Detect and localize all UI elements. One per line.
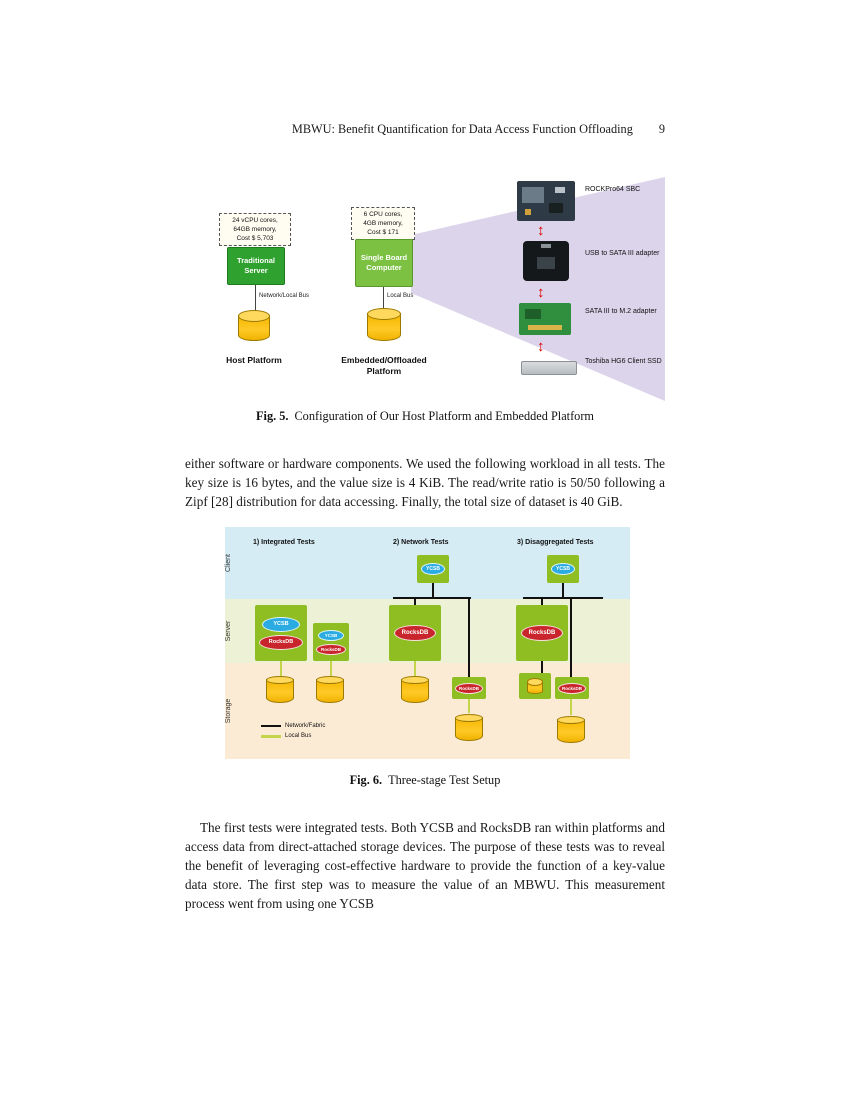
hardware-label: SATA III to M.2 adapter [585, 308, 657, 315]
column-header-integrated: 1) Integrated Tests [253, 539, 315, 546]
figure-6-caption-text: Three-stage Test Setup [388, 773, 501, 787]
paragraph-2: The first tests were integrated tests. B… [185, 820, 665, 911]
disaggregated-ycsb-client-box: YCSB [547, 555, 579, 583]
local-bus-line [570, 699, 572, 715]
local-bus-line [468, 699, 470, 713]
legend-network-fabric: Network/Fabric [261, 723, 325, 729]
ycsb-node: YCSB [318, 629, 344, 641]
network-ycsb-client-box: YCSB [417, 555, 449, 583]
column-header-network: 2) Network Tests [393, 539, 449, 546]
network-line [414, 599, 416, 605]
host-spec-line: Cost $ 5,703 [236, 235, 274, 243]
host-spec-line: 24 vCPU cores, [232, 217, 278, 224]
hardware-label: ROCKPro64 SBC [585, 186, 641, 193]
usb-sata-adapter-photo [523, 241, 569, 281]
local-bus-line [330, 661, 332, 677]
paragraph-1: either software or hardware components. … [185, 456, 665, 509]
figure-5: 24 vCPU cores, 64GB memory, Cost $ 5,703… [185, 173, 665, 424]
red-double-arrow-icon: ↕ [537, 284, 545, 301]
figure-6-caption: Fig. 6. Three-stage Test Setup [185, 773, 665, 788]
running-head-title: MBWU: Benefit Quantification for Data Ac… [291, 122, 633, 136]
host-platform-label: Host Platform [226, 355, 282, 365]
local-bus-line-swatch [261, 734, 281, 738]
rocksdb-node: RocksDB [521, 625, 563, 641]
figure-5-caption: Fig. 5. Configuration of Our Host Platfor… [185, 409, 665, 424]
network-line [562, 583, 564, 598]
rocksdb-node: RocksDB [394, 625, 436, 641]
host-storage-cylinder [238, 310, 270, 341]
storage-cylinder [401, 676, 429, 703]
network-fabric-line-swatch [261, 725, 281, 727]
ycsb-node: YCSB [551, 563, 575, 575]
network-embedded-storage-box: RocksDB [452, 677, 486, 699]
network-line [468, 599, 470, 677]
integrated-host-platform-box: YCSB RocksDB [255, 605, 307, 661]
embedded-spec-line: Cost $ 171 [367, 229, 399, 237]
rocksdb-node: RocksDB [455, 682, 483, 694]
toshiba-ssd-photo [521, 361, 577, 375]
network-line [541, 599, 543, 605]
local-bus-line [280, 661, 282, 677]
page-content: MBWU: Benefit Quantification for Data Ac… [185, 0, 665, 913]
storage-cylinder [266, 676, 294, 703]
figure-6: Client Server Storage 1) Integrated Test… [185, 527, 665, 788]
storage-cylinder [557, 716, 585, 743]
row-label-server: Server [225, 620, 232, 642]
storage-cylinder [455, 714, 483, 741]
red-double-arrow-icon: ↕ [537, 338, 545, 355]
row-label-storage: Storage [225, 698, 232, 724]
embedded-bus-label: Local Bus [387, 293, 414, 299]
figure-5-diagram: 24 vCPU cores, 64GB memory, Cost $ 5,703… [185, 173, 665, 405]
ycsb-node: YCSB [421, 563, 445, 575]
rocksdb-node: RocksDB [259, 634, 303, 650]
sata-m2-adapter-photo [519, 303, 571, 335]
single-board-computer-box: Single Board Computer [355, 239, 413, 287]
hardware-label: USB to SATA III adapter [585, 250, 660, 257]
disaggregated-rocksdb-server-box: RocksDB [516, 605, 568, 661]
disaggregated-storage-node-box [519, 673, 551, 699]
local-bus-line [414, 661, 416, 677]
figure-6-caption-label: Fig. 6. [349, 773, 383, 787]
host-specs-box: 24 vCPU cores, 64GB memory, Cost $ 5,703 [219, 213, 291, 247]
rocksdb-node: RocksDB [558, 682, 586, 694]
storage-cylinder [527, 678, 543, 694]
legend-local-bus: Local Bus [261, 733, 311, 739]
network-line [541, 661, 543, 673]
rockpro64-photo [517, 181, 575, 221]
disaggregated-embedded-storage-box: RocksDB [555, 677, 589, 699]
hardware-label: Toshiba HG6 Client SSD [585, 358, 662, 365]
network-line [523, 597, 603, 599]
figure-5-caption-label: Fig. 5. [256, 409, 289, 423]
page-number: 9 [658, 122, 665, 136]
expansion-wedge [411, 177, 665, 401]
legend-label: Network/Fabric [285, 723, 326, 729]
legend-label: Local Bus [285, 733, 312, 739]
network-line [432, 583, 434, 598]
integrated-embedded-platform-box: YCSB RocksDB [313, 623, 349, 661]
embedded-storage-cylinder [367, 308, 401, 341]
embedded-spec-line: 6 CPU cores, [363, 211, 403, 218]
rocksdb-node: RocksDB [316, 643, 346, 655]
network-line [570, 599, 572, 677]
traditional-server-box: Traditional Server [227, 247, 285, 285]
embedded-specs-box: 6 CPU cores, 4GB memory, Cost $ 171 [351, 207, 415, 241]
embedded-bus-line [383, 287, 384, 311]
column-header-disaggregated: 3) Disaggregated Tests [517, 539, 594, 546]
red-double-arrow-icon: ↕ [537, 222, 545, 239]
running-head: MBWU: Benefit Quantification for Data Ac… [185, 122, 665, 137]
embedded-spec-line: 4GB memory, [363, 220, 403, 228]
network-rocksdb-server-box: RocksDB [389, 605, 441, 661]
figure-5-caption-text: Configuration of Our Host Platform and E… [294, 409, 594, 423]
host-spec-line: 64GB memory, [233, 226, 277, 234]
embedded-platform-label: Embedded/Offloaded Platform [341, 355, 427, 377]
host-bus-label: Network/Local Bus [259, 293, 310, 299]
host-bus-line [255, 285, 256, 313]
storage-cylinder [316, 676, 344, 703]
figure-6-diagram: Client Server Storage 1) Integrated Test… [225, 527, 630, 759]
network-line [393, 597, 471, 599]
ycsb-node: YCSB [262, 616, 300, 632]
row-label-client: Client [225, 554, 232, 572]
